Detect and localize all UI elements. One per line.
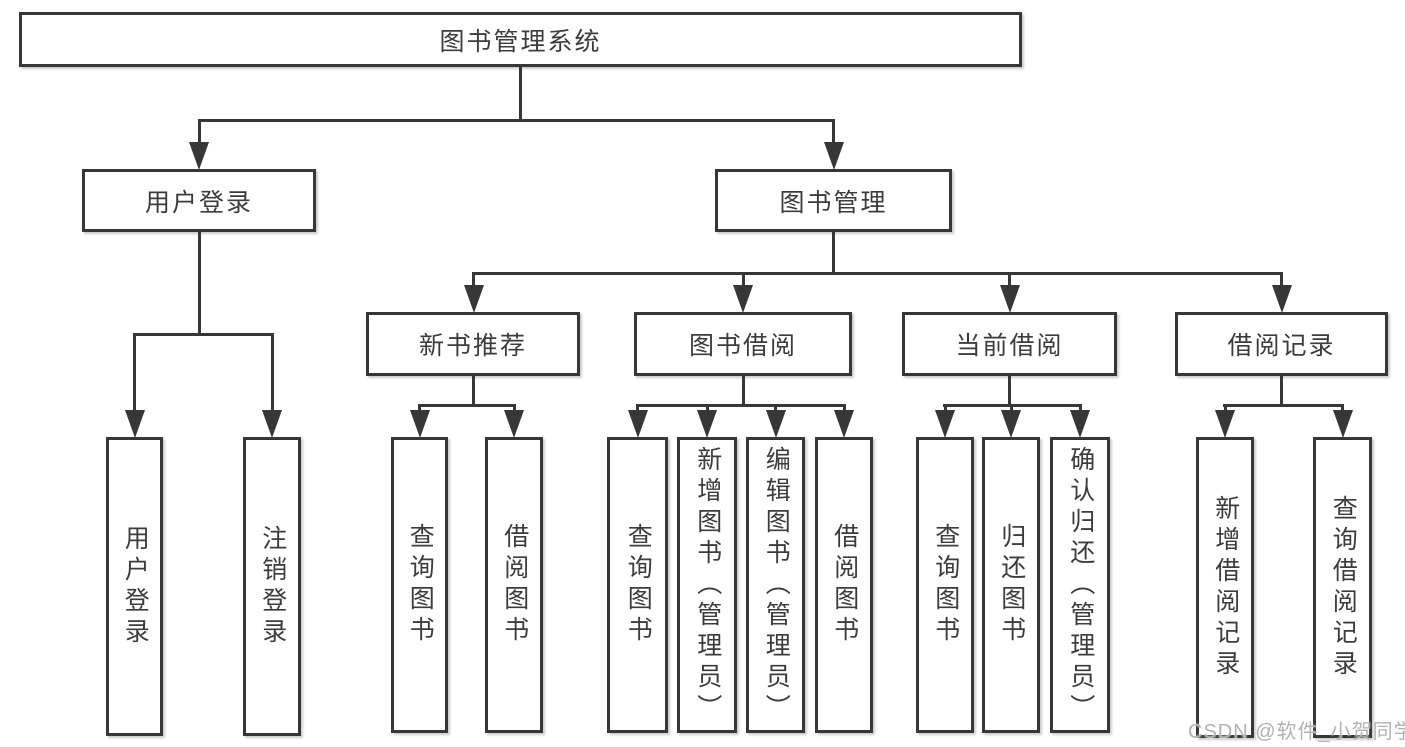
connector-line [742,376,745,406]
node-library-system: 图书管理系统 [19,12,1022,67]
connector-line [133,333,274,336]
arrow-down-icon [1001,410,1021,438]
arrow-down-icon [697,410,717,438]
leaf-confirm-return-admin: 确认归还（管理员） [1050,437,1110,733]
connector-line [133,333,136,412]
node-current-borrowing-label: 当前借阅 [955,332,1064,360]
leaf-add-borrow-record-label: 新增借阅记录 [1211,494,1240,681]
leaf-borrow-books-recommend-label: 借阅图书 [500,523,529,647]
connector-line [636,404,639,412]
connector-line [832,119,835,144]
leaf-query-borrow-record-label: 查询借阅记录 [1329,494,1358,681]
node-borrow-records-label: 借阅记录 [1227,332,1336,360]
connector-line [472,272,1283,275]
connector-line [198,119,834,122]
connector-line [513,404,516,412]
connector-line [472,376,475,406]
node-library-system-label: 图书管理系统 [439,27,602,56]
connector-line [1280,376,1283,406]
leaf-borrow-books-borrowing: 借阅图书 [815,437,873,733]
connector-line [472,272,475,288]
connector-line [832,232,835,274]
arrow-down-icon [262,410,282,438]
arrow-down-icon [189,142,209,170]
arrow-down-icon [733,285,753,313]
connector-line [742,272,745,288]
leaf-return-books: 归还图书 [982,437,1040,733]
leaf-confirm-return-admin-label: 确认归还（管理员） [1066,445,1095,725]
connector-line [1224,404,1227,412]
leaf-query-books-current-label: 查询图书 [931,523,960,647]
arrow-down-icon [1215,410,1235,438]
arrow-down-icon [1070,410,1090,438]
connector-line [1010,404,1013,412]
node-book-management: 图书管理 [715,169,952,232]
connector-line [418,404,516,407]
connector-line [843,404,846,412]
node-user-login-label: 用户登录 [144,188,253,217]
node-book-management-label: 图书管理 [779,188,888,217]
leaf-query-books-recommend: 查询图书 [391,437,448,733]
leaf-query-books-current: 查询图书 [916,437,974,733]
arrow-down-icon [1333,410,1353,438]
connector-line [1341,404,1344,412]
leaf-logout-login-label: 注销登录 [258,524,287,649]
leaf-return-books-label: 归还图书 [997,523,1026,647]
arrow-down-icon [125,410,145,438]
arrow-down-icon [464,285,484,313]
connector-line [636,404,846,407]
leaf-query-books-borrowing: 查询图书 [607,437,668,733]
watermark: CSDN @软件_小贺同学 [1188,721,1405,743]
connector-line [198,232,201,335]
leaf-borrow-books-borrowing-label: 借阅图书 [830,523,859,647]
node-book-borrowing-label: 图书借阅 [688,332,797,360]
arrow-down-icon [766,410,786,438]
node-current-borrowing: 当前借阅 [902,312,1117,376]
connector-line [1008,376,1011,406]
connector-line [774,404,777,412]
connector-line [271,333,274,412]
arrow-down-icon [834,410,854,438]
leaf-user-login-label: 用户登录 [121,524,150,649]
connector-line [706,404,709,412]
leaf-add-books-admin: 新增图书（管理员） [677,437,737,733]
arrow-down-icon [628,410,648,438]
leaf-logout-login: 注销登录 [243,437,301,736]
leaf-edit-books-admin: 编辑图书（管理员） [746,437,805,733]
connector-line [1223,404,1344,407]
connector-line [944,404,947,412]
arrow-down-icon [1000,285,1020,313]
arrow-down-icon [504,410,524,438]
connector-line [1008,272,1011,288]
node-user-login: 用户登录 [82,169,316,232]
node-borrow-records: 借阅记录 [1175,312,1388,376]
arrow-down-icon [410,410,430,438]
leaf-add-borrow-record: 新增借阅记录 [1196,437,1254,738]
connector-line [1079,404,1082,412]
leaf-query-borrow-record: 查询借阅记录 [1313,437,1372,738]
leaf-user-login: 用户登录 [106,437,163,736]
arrow-down-icon [935,410,955,438]
connector-line [1280,272,1283,288]
leaf-edit-books-admin-label: 编辑图书（管理员） [762,445,791,725]
node-book-borrowing: 图书借阅 [634,312,852,376]
leaf-borrow-books-recommend: 借阅图书 [485,437,543,733]
node-new-book-recommend: 新书推荐 [366,312,580,376]
connector-line [198,119,201,144]
leaf-query-books-borrowing-label: 查询图书 [624,523,653,647]
node-new-book-recommend-label: 新书推荐 [418,332,527,360]
arrow-down-icon [824,142,844,170]
leaf-add-books-admin-label: 新增图书（管理员） [693,445,722,725]
leaf-query-books-recommend-label: 查询图书 [406,523,435,647]
connector-line [519,67,522,120]
arrow-down-icon [1272,285,1292,313]
connector-line [418,404,421,412]
